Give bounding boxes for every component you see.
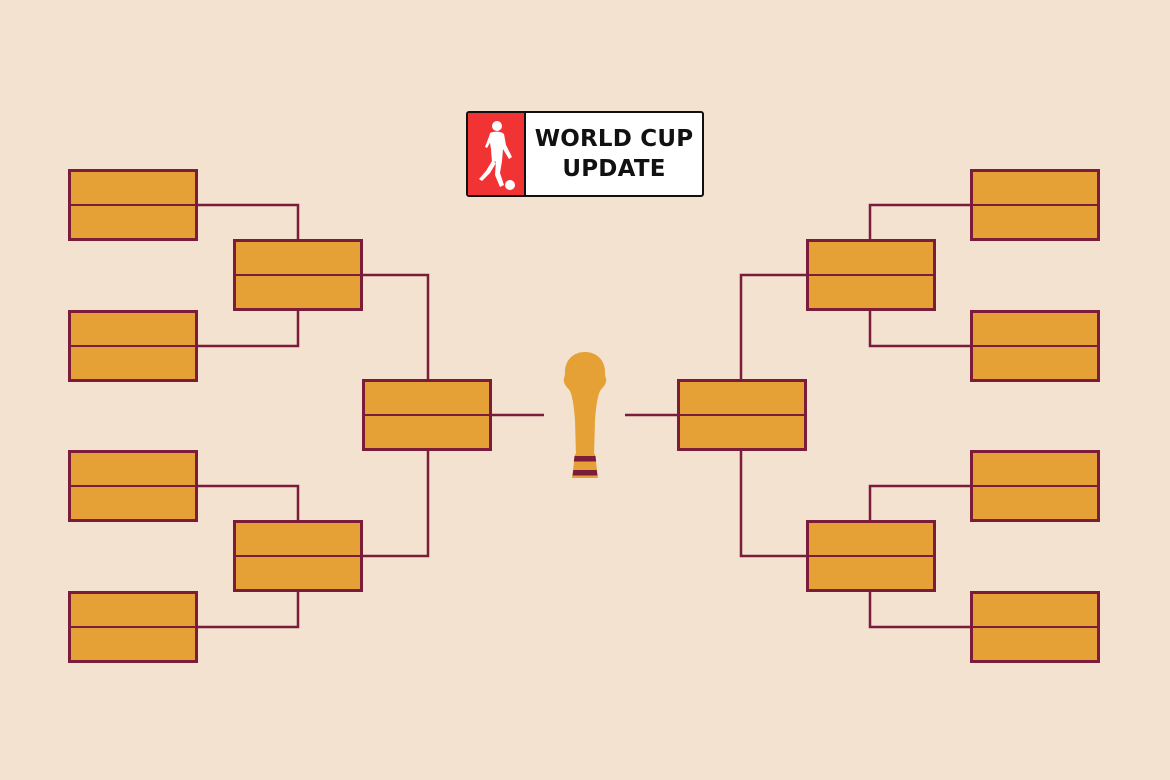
team-slot[interactable] bbox=[236, 242, 360, 275]
logo-subtitle: UPDATE bbox=[562, 156, 666, 182]
left-round2-match-1[interactable] bbox=[233, 239, 363, 311]
left-semifinal[interactable] bbox=[362, 379, 492, 451]
team-slot[interactable] bbox=[71, 453, 195, 486]
team-slot[interactable] bbox=[973, 453, 1097, 486]
logo-text: WORLD CUP UPDATE bbox=[526, 113, 702, 195]
team-slot[interactable] bbox=[71, 313, 195, 346]
team-slot[interactable] bbox=[236, 556, 360, 589]
world-cup-trophy-icon bbox=[563, 352, 607, 478]
team-slot[interactable] bbox=[973, 594, 1097, 627]
team-slot[interactable] bbox=[809, 556, 933, 589]
team-slot[interactable] bbox=[365, 382, 489, 415]
right-round1-match-4[interactable] bbox=[970, 591, 1100, 663]
team-slot[interactable] bbox=[71, 486, 195, 519]
team-slot[interactable] bbox=[680, 382, 804, 415]
team-slot[interactable] bbox=[973, 627, 1097, 660]
team-slot[interactable] bbox=[71, 205, 195, 238]
team-slot[interactable] bbox=[680, 415, 804, 448]
team-slot[interactable] bbox=[71, 172, 195, 205]
left-round1-match-3[interactable] bbox=[68, 450, 198, 522]
logo-title: WORLD CUP bbox=[534, 126, 694, 152]
team-slot[interactable] bbox=[236, 275, 360, 308]
team-slot[interactable] bbox=[809, 275, 933, 308]
right-semifinal[interactable] bbox=[677, 379, 807, 451]
team-slot[interactable] bbox=[973, 486, 1097, 519]
right-round1-match-1[interactable] bbox=[970, 169, 1100, 241]
world-cup-update-logo: WORLD CUP UPDATE bbox=[466, 111, 704, 197]
right-round1-match-2[interactable] bbox=[970, 310, 1100, 382]
logo-badge bbox=[468, 113, 526, 195]
right-round2-match-2[interactable] bbox=[806, 520, 936, 592]
team-slot[interactable] bbox=[973, 346, 1097, 379]
team-slot[interactable] bbox=[71, 346, 195, 379]
left-round1-match-2[interactable] bbox=[68, 310, 198, 382]
left-round1-match-4[interactable] bbox=[68, 591, 198, 663]
team-slot[interactable] bbox=[973, 205, 1097, 238]
team-slot[interactable] bbox=[236, 523, 360, 556]
team-slot[interactable] bbox=[365, 415, 489, 448]
team-slot[interactable] bbox=[973, 172, 1097, 205]
soccer-player-icon bbox=[479, 121, 515, 190]
right-round1-match-3[interactable] bbox=[970, 450, 1100, 522]
team-slot[interactable] bbox=[973, 313, 1097, 346]
team-slot[interactable] bbox=[809, 523, 933, 556]
team-slot[interactable] bbox=[809, 242, 933, 275]
team-slot[interactable] bbox=[71, 594, 195, 627]
left-round1-match-1[interactable] bbox=[68, 169, 198, 241]
team-slot[interactable] bbox=[71, 627, 195, 660]
left-round2-match-2[interactable] bbox=[233, 520, 363, 592]
right-round2-match-1[interactable] bbox=[806, 239, 936, 311]
